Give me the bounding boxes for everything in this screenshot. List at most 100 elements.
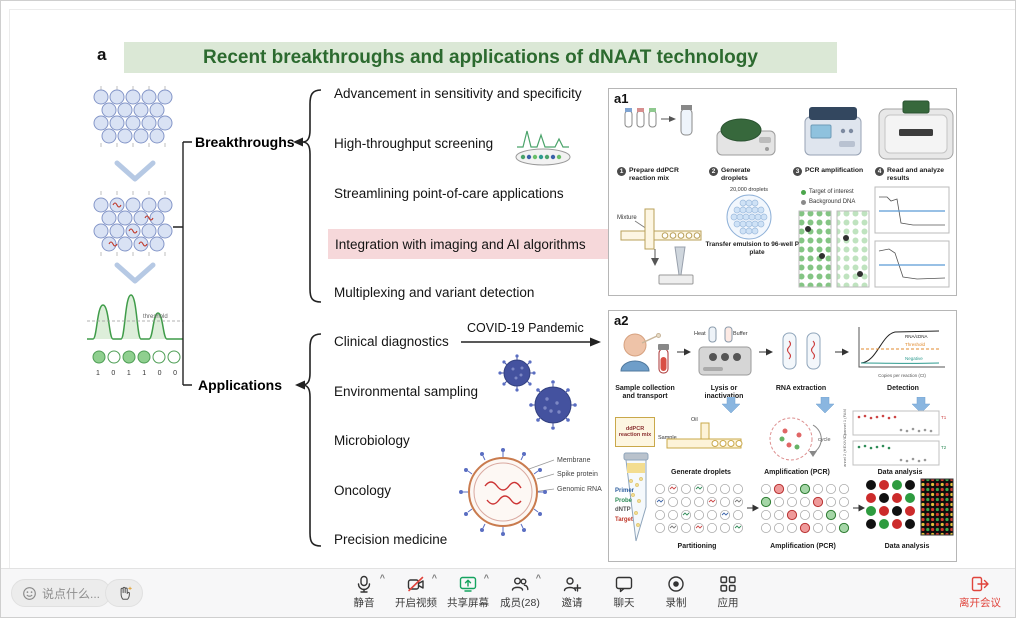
leave-meeting-icon [971,576,989,592]
detection-legend-rna: RNA/cDNA [905,334,928,339]
step-text: Prepare ddPCR reaction mix [629,167,679,183]
reaction-mix-box: ddPCR reaction mix [615,417,655,447]
a2-step-caption: Data analysis [884,543,930,550]
figure-title-banner: Recent breakthroughs and applications of… [124,42,837,73]
message-input[interactable]: 说点什么... [11,579,112,607]
figure-title: Recent breakthroughs and applications of… [203,46,758,68]
toolbar-button-label: 聊天 [613,597,635,609]
panel-a2-label: a2 [614,313,629,328]
mixture-label: Mixture [617,215,637,221]
toolbar-button-record[interactable]: 录制 [653,574,699,610]
share-screen-icon [459,576,477,592]
arrow-right-icon [853,504,865,512]
reagent-list: Primer Probe dNTP Target [615,487,634,525]
t1-label: T1 [941,415,947,420]
step-text: PCR amplification [805,167,864,174]
invite-icon [563,577,582,592]
caret-up-icon[interactable]: ^ [379,573,385,583]
droplet-count-label: 20,000 droplets [730,187,768,193]
a2-step-caption: Sample collection and transport [615,385,675,401]
covid-pandemic-label: COVID-19 Pandemic [467,321,584,335]
virus-rna-label: Genomic RNA [557,486,602,493]
a2-step-caption: Amplification (PCR) [770,543,836,550]
chat-icon [615,576,633,593]
reagent-tubes-graphic [624,105,693,136]
binary-readout: 1 0 1 1 0 0 [96,370,177,377]
breakthrough-item: Advancement in sensitivity and specifici… [334,86,582,101]
message-placeholder: 说点什么... [42,586,101,601]
application-item: Microbiology [334,433,410,448]
toolbar-button-label: 录制 [665,597,687,609]
sample-collection-graphic [620,333,669,374]
window-left-edge [9,9,10,568]
detection-legend-threshold: Threshold [905,342,926,347]
step-text: Generate droplets [721,167,751,183]
toolbar-button-members[interactable]: ^ 成员(28) [497,574,543,610]
legend-target: Target of interest [801,187,855,197]
a2-step-caption: Partitioning [677,543,717,550]
a2-step-caption: Amplification (PCR) [764,469,830,476]
reagent-label: dNTP [615,507,631,513]
application-item: Environmental sampling [334,384,479,399]
rna-extraction-graphic [782,332,821,370]
leave-meeting-label: 离开会议 [959,597,1001,609]
reagent-label: Primer [615,488,635,494]
members-icon [511,577,529,591]
smiley-icon [23,586,36,600]
threshold-label: threshold [143,314,168,320]
toolbar-button-label: 共享屏幕 [447,597,489,609]
green-dot-icon [801,189,806,195]
heat-label: Heat [694,331,706,337]
cycle-label: cycle [818,437,831,443]
step-number: 2 [709,167,718,176]
raise-hand-button[interactable] [105,579,143,607]
leave-meeting-button[interactable]: 离开会议 [959,574,1001,610]
panel-a1: a1 [608,88,957,296]
caret-up-icon[interactable]: ^ [483,573,489,583]
caret-up-icon[interactable]: ^ [431,573,437,583]
branch-breakthroughs: Breakthroughs [195,134,295,150]
a2-step-caption: Detection [887,385,919,392]
flow-down-arrows [721,397,931,414]
toolbar-button-mute[interactable]: ^ 静音 [341,574,387,610]
droplet-generator-machine [716,118,776,156]
toolbar-button-share-screen[interactable]: ^ 共享屏幕 [445,574,491,610]
channel1-axis-label: Channel 1 (FAM) [842,409,847,438]
droplet-reader-machine [878,100,954,160]
arrow-right-icon [759,348,773,356]
heat-block-graphic: Heat Buffer [694,326,752,376]
toolbar-button-label: 开启视频 [395,597,437,609]
gray-dot-icon [801,199,806,205]
a2-step-caption: RNA extraction [775,385,827,392]
legend-background-label: Background DNA [809,199,856,205]
channel-plots-graphic: Channel 1 (FAM) Channel 2 (HEX/VIC) T1 T… [842,409,947,467]
virus-spike-label: Spike protein [557,471,598,478]
reagent-label: Target [615,516,633,523]
apps-icon [720,576,736,592]
legend-background: Background DNA [801,197,855,207]
step-number: 4 [875,167,884,176]
virus-membrane-label: Membrane [557,457,591,464]
breakthrough-item: Integration with imaging and AI algorith… [335,236,586,252]
toolbar-button-apps[interactable]: 应用 [705,574,751,610]
sample-label: Sample [658,435,677,441]
droplet-cluster-graphic: 20,000 droplets [726,187,772,240]
toolbar-button-invite[interactable]: 邀请 [549,574,595,610]
readout-charts-graphic [874,186,950,288]
transfer-emulsion-label: Transfer emulsion to 96-well PCR plate [705,241,809,256]
a2-step-caption: Generate droplets [671,469,731,476]
a2-step-caption: Lysis or inactivation [704,385,744,401]
microfluidic-junction-graphic: Mixture [617,208,702,285]
detection-chart-graphic: RNA/cDNA Threshold Negative Copies per r… [858,327,945,378]
buffer-label: Buffer [733,331,748,337]
caret-up-icon[interactable]: ^ [535,573,541,583]
hand-icon [120,586,132,600]
virus-cross-section-icon [459,448,547,536]
toolbar-button-chat[interactable]: 聊天 [601,574,647,610]
oil-label: Oil [691,417,698,423]
arrow-right-icon [835,348,849,356]
breakthrough-item: Multiplexing and variant detection [334,285,535,300]
toolbar-button-camera[interactable]: ^ 开启视频 [393,574,439,610]
toolbar-center-group: ^ 静音 ^ [341,574,751,610]
